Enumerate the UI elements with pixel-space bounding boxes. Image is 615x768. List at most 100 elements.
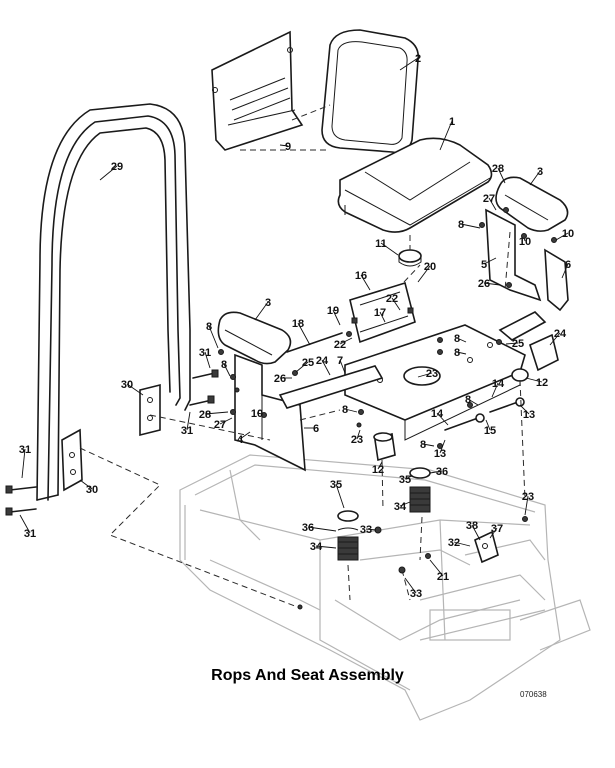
callout-leader xyxy=(549,332,561,346)
callout-number: 28 xyxy=(199,409,211,421)
callout-leader xyxy=(456,351,467,355)
callout-number: 24 xyxy=(316,355,329,367)
callout-number: 17 xyxy=(374,307,386,319)
callout-leader xyxy=(365,528,377,531)
rops-bracket-lower xyxy=(61,428,83,492)
callout-leader xyxy=(239,431,251,440)
callout-leader xyxy=(422,443,435,447)
callout-leader xyxy=(399,501,411,507)
callout-leader xyxy=(332,309,341,326)
callout-leader xyxy=(417,265,431,283)
callout-leader xyxy=(439,120,453,151)
callout-leader xyxy=(404,475,413,480)
callout-number: 2 xyxy=(415,53,421,65)
callout-number: 28 xyxy=(492,163,504,175)
callout-number: 31 xyxy=(181,425,193,437)
callout-leader xyxy=(391,297,401,311)
callout-number: 30 xyxy=(121,379,133,391)
callout-leader xyxy=(489,527,498,539)
callout-number: 23 xyxy=(351,434,363,446)
rops-bar xyxy=(36,103,191,501)
diagram-title: Rops And Seat Assembly xyxy=(211,667,404,684)
callout-leader xyxy=(219,417,233,425)
callout-leader xyxy=(417,372,433,378)
callout-number: 21 xyxy=(437,571,449,583)
callout-number: 6 xyxy=(313,423,319,435)
callout-number: 36 xyxy=(436,466,448,478)
callout-leader xyxy=(453,541,471,547)
callout-leader xyxy=(561,263,569,279)
left-armrest xyxy=(217,311,292,365)
callout-number: 35 xyxy=(399,474,411,486)
callout-number: 14 xyxy=(431,408,444,420)
callout-number: 16 xyxy=(355,270,367,282)
callout-leader xyxy=(315,545,337,549)
callout-leader xyxy=(505,342,519,345)
callout-leader xyxy=(204,351,211,369)
seat-back-plate xyxy=(211,30,304,151)
callout-number: 8 xyxy=(420,439,426,451)
callout-leader xyxy=(79,479,93,490)
callout-number: 31 xyxy=(24,528,36,540)
callout-number: 8 xyxy=(454,347,460,359)
rops-bracket-upper xyxy=(139,383,161,437)
spring-isolator-left xyxy=(337,510,359,561)
callout-leader xyxy=(377,461,383,470)
callout-leader xyxy=(429,470,443,474)
callout-number: 12 xyxy=(372,464,384,476)
callout-leader xyxy=(344,408,358,413)
seat-adjust-bar xyxy=(278,332,384,409)
callout-leader xyxy=(485,419,491,431)
callout-leader xyxy=(297,322,311,346)
callout-leader xyxy=(488,197,497,211)
callout-leader xyxy=(256,412,263,415)
callout-number: 36 xyxy=(302,522,314,534)
seat-bumper-rear xyxy=(511,368,529,382)
callout-number: 20 xyxy=(424,261,436,273)
callout-leader xyxy=(279,144,289,147)
callout-leader xyxy=(529,170,541,186)
callout-number: 30 xyxy=(86,484,98,496)
callout-leader xyxy=(523,237,526,242)
callout-number: 27 xyxy=(214,419,226,431)
spring-isolator-right xyxy=(409,467,431,513)
callout-number: 26 xyxy=(478,278,490,290)
callout-leader xyxy=(360,274,371,291)
callout-leader xyxy=(467,398,479,406)
callout-leader xyxy=(525,377,543,383)
callout-number: 26 xyxy=(274,373,286,385)
callout-number: 23 xyxy=(426,368,438,380)
hardware-fasteners xyxy=(218,207,557,610)
callout-number: 38 xyxy=(466,520,478,532)
callout-number: 33 xyxy=(360,524,372,536)
drawing-number: 070638 xyxy=(520,690,547,699)
callout-number: 24 xyxy=(554,328,567,340)
callout-number: 10 xyxy=(251,408,263,420)
callout-number: 9 xyxy=(285,141,291,153)
callout-number: 10 xyxy=(562,228,574,240)
callout-number: 31 xyxy=(19,444,31,456)
callout-number: 5 xyxy=(481,259,487,271)
seat-slide-rails xyxy=(349,281,416,344)
callout-number: 34 xyxy=(310,541,323,553)
callout-number: 27 xyxy=(483,193,495,205)
callout-number: 8 xyxy=(221,359,227,371)
callout-number: 34 xyxy=(394,501,407,513)
callout-leader xyxy=(339,337,353,345)
callout-number: 31 xyxy=(199,347,211,359)
rops-bolts xyxy=(5,369,219,516)
callout-leader xyxy=(380,242,399,256)
callout-leader xyxy=(404,577,417,594)
callout-leader xyxy=(379,311,386,323)
callout-number: 7 xyxy=(337,355,343,367)
callout-leader xyxy=(19,514,31,534)
seat-pins xyxy=(444,397,525,431)
callout-number: 8 xyxy=(342,404,348,416)
callout-number: 23 xyxy=(522,491,534,503)
callout-number: 12 xyxy=(536,377,548,389)
callout-number: 22 xyxy=(386,293,398,305)
callout-leader xyxy=(483,257,497,265)
callout-number: 11 xyxy=(375,238,387,250)
seat-knob xyxy=(398,249,422,267)
